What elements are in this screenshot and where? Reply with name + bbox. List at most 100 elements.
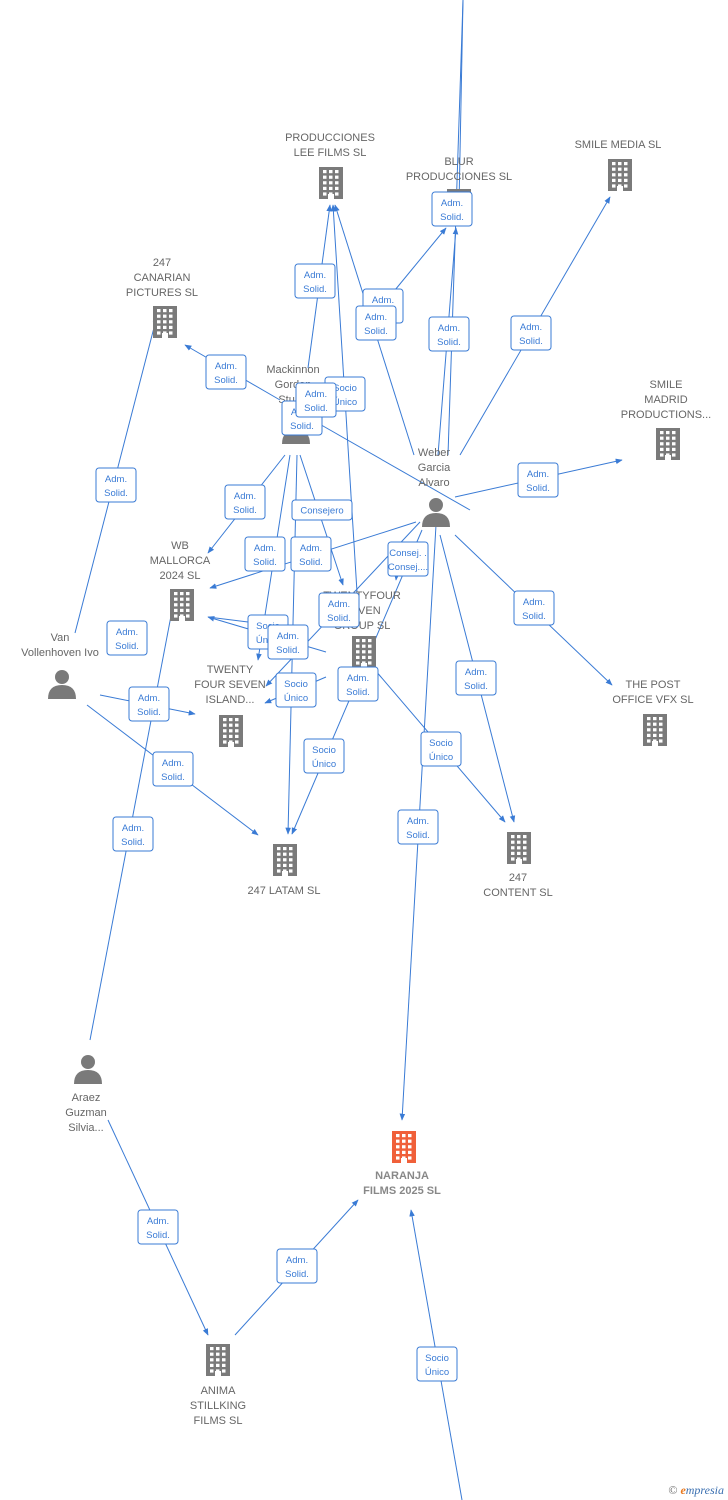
relation-label[interactable]: Adm.Solid. [295, 382, 337, 418]
building-icon [608, 159, 632, 191]
node-label: PRODUCCIONES SL [406, 171, 512, 183]
relation-label-text: Solid. [146, 1230, 170, 1241]
person-icon [48, 670, 76, 699]
node-label: Van [51, 632, 70, 644]
relation-label[interactable]: Adm. Solid. [337, 666, 379, 702]
relation-label-text: Adm. [305, 389, 327, 400]
relation-edge [447, 0, 464, 456]
relation-label[interactable]: Adm.Solid. [276, 1248, 318, 1284]
relation-label-text: Adm. [215, 361, 237, 372]
relation-label-text: Adm. [407, 816, 429, 827]
relation-label-text: Adm. [347, 673, 369, 684]
building-icon [153, 306, 177, 338]
relation-label-text: Adm. [138, 693, 160, 704]
relation-label[interactable]: Adm.Solid. [294, 263, 336, 299]
node-naranja[interactable]: NARANJA FILMS 2025 SL [363, 1131, 441, 1197]
relation-label-text: Consej. . [389, 548, 427, 559]
node-smile-madrid[interactable]: SMILEMADRIDPRODUCTIONS... [621, 379, 711, 460]
relation-label[interactable]: Adm.Solid. [290, 536, 332, 572]
node-label: Garcia [418, 462, 451, 474]
relation-label[interactable]: Adm.Solid. [267, 624, 309, 660]
relation-label-text: Solid. [437, 337, 461, 348]
copyright-symbol: © [668, 1483, 678, 1497]
relation-label[interactable]: Adm.Solid. [397, 809, 439, 845]
node-label: Weber [418, 447, 451, 459]
relation-label-text: Solid. [519, 336, 543, 347]
node-label: NARANJA [375, 1170, 429, 1182]
node-label: Mackinnon [266, 364, 319, 376]
node-label: Alvaro [418, 477, 449, 489]
person-icon [74, 1055, 102, 1084]
relation-label-text: Solid. [526, 483, 550, 494]
relation-label[interactable]: Adm.Solid. [510, 315, 552, 351]
relation-label[interactable]: Consejero [291, 499, 353, 521]
relation-label[interactable]: Consej. . Consej.... [387, 541, 429, 577]
relation-label[interactable]: Adm.Solid. [128, 686, 170, 722]
node-label: Vollenhoven Ivo [21, 647, 99, 659]
node-label: ISLAND... [206, 694, 255, 706]
relation-label-text: Solid. [303, 284, 327, 295]
building-icon [643, 714, 667, 746]
relation-label[interactable]: Adm. Solid. [112, 816, 154, 852]
relation-label[interactable]: Adm.Solid. [224, 484, 266, 520]
node-label: FILMS 2025 SL [363, 1185, 441, 1197]
building-icon [656, 428, 680, 460]
node-label: CANARIAN [134, 272, 191, 284]
relation-label-text: Solid. [327, 613, 351, 624]
relation-label[interactable]: Adm.Solid. [95, 467, 137, 503]
relation-label-text: Adm. [122, 823, 144, 834]
relation-label-text: Único [333, 397, 357, 408]
relation-label-text: Solid. [121, 837, 145, 848]
relation-label-text: Solid. [464, 681, 488, 692]
relation-label-text: Solid. [276, 645, 300, 656]
relation-label[interactable]: Adm.Solid. [205, 354, 247, 390]
relation-label[interactable]: Adm.Solid. [152, 751, 194, 787]
node-araez[interactable]: AraezGuzmanSilvia... [65, 1055, 107, 1134]
relation-label[interactable]: Adm. Solid. [318, 592, 360, 628]
relation-label[interactable]: Adm.Solid. [428, 316, 470, 352]
edge-layer [74, 0, 623, 1500]
relation-label-text: Adm. [328, 599, 350, 610]
building-icon [507, 832, 531, 864]
relation-label-text: Solid. [346, 687, 370, 698]
relation-label[interactable]: Adm.Solid. [244, 536, 286, 572]
relation-label[interactable]: Adm.Solid. [431, 191, 473, 227]
node-label: WB [171, 540, 189, 552]
relation-label[interactable]: Adm.Solid. [106, 620, 148, 656]
relation-label-text: Solid. [115, 641, 139, 652]
node-label: 2024 SL [160, 570, 201, 582]
relation-label[interactable]: Adm.Solid. [513, 590, 555, 626]
node-label: MALLORCA [150, 555, 211, 567]
relation-label[interactable]: Adm.Solid. [517, 462, 559, 498]
relation-label-text: Solid. [285, 1269, 309, 1280]
relation-label-text: Socio [312, 745, 336, 756]
relation-label[interactable]: Adm.Solid. [137, 1209, 179, 1245]
building-icon [206, 1344, 230, 1376]
relation-edge [207, 616, 249, 623]
relation-label[interactable]: Adm.Solid. [455, 660, 497, 696]
node-label: STILLKING [190, 1400, 246, 1412]
node-label: Guzman [65, 1107, 107, 1119]
building-icon [319, 167, 343, 199]
node-latam[interactable]: 247 LATAM SL [248, 844, 321, 897]
node-label: 247 [153, 257, 171, 269]
relation-label-text: Adm. [162, 758, 184, 769]
node-wb-mallorca[interactable]: WB MALLORCA 2024 SL [150, 540, 211, 621]
relation-label-text: Consej.... [388, 562, 428, 573]
node-smile-media[interactable]: SMILE MEDIA SL [575, 139, 662, 191]
node-twenty-island[interactable]: TWENTYFOUR SEVENISLAND... [194, 664, 266, 747]
relation-label[interactable]: Adm.Solid. [355, 305, 397, 341]
